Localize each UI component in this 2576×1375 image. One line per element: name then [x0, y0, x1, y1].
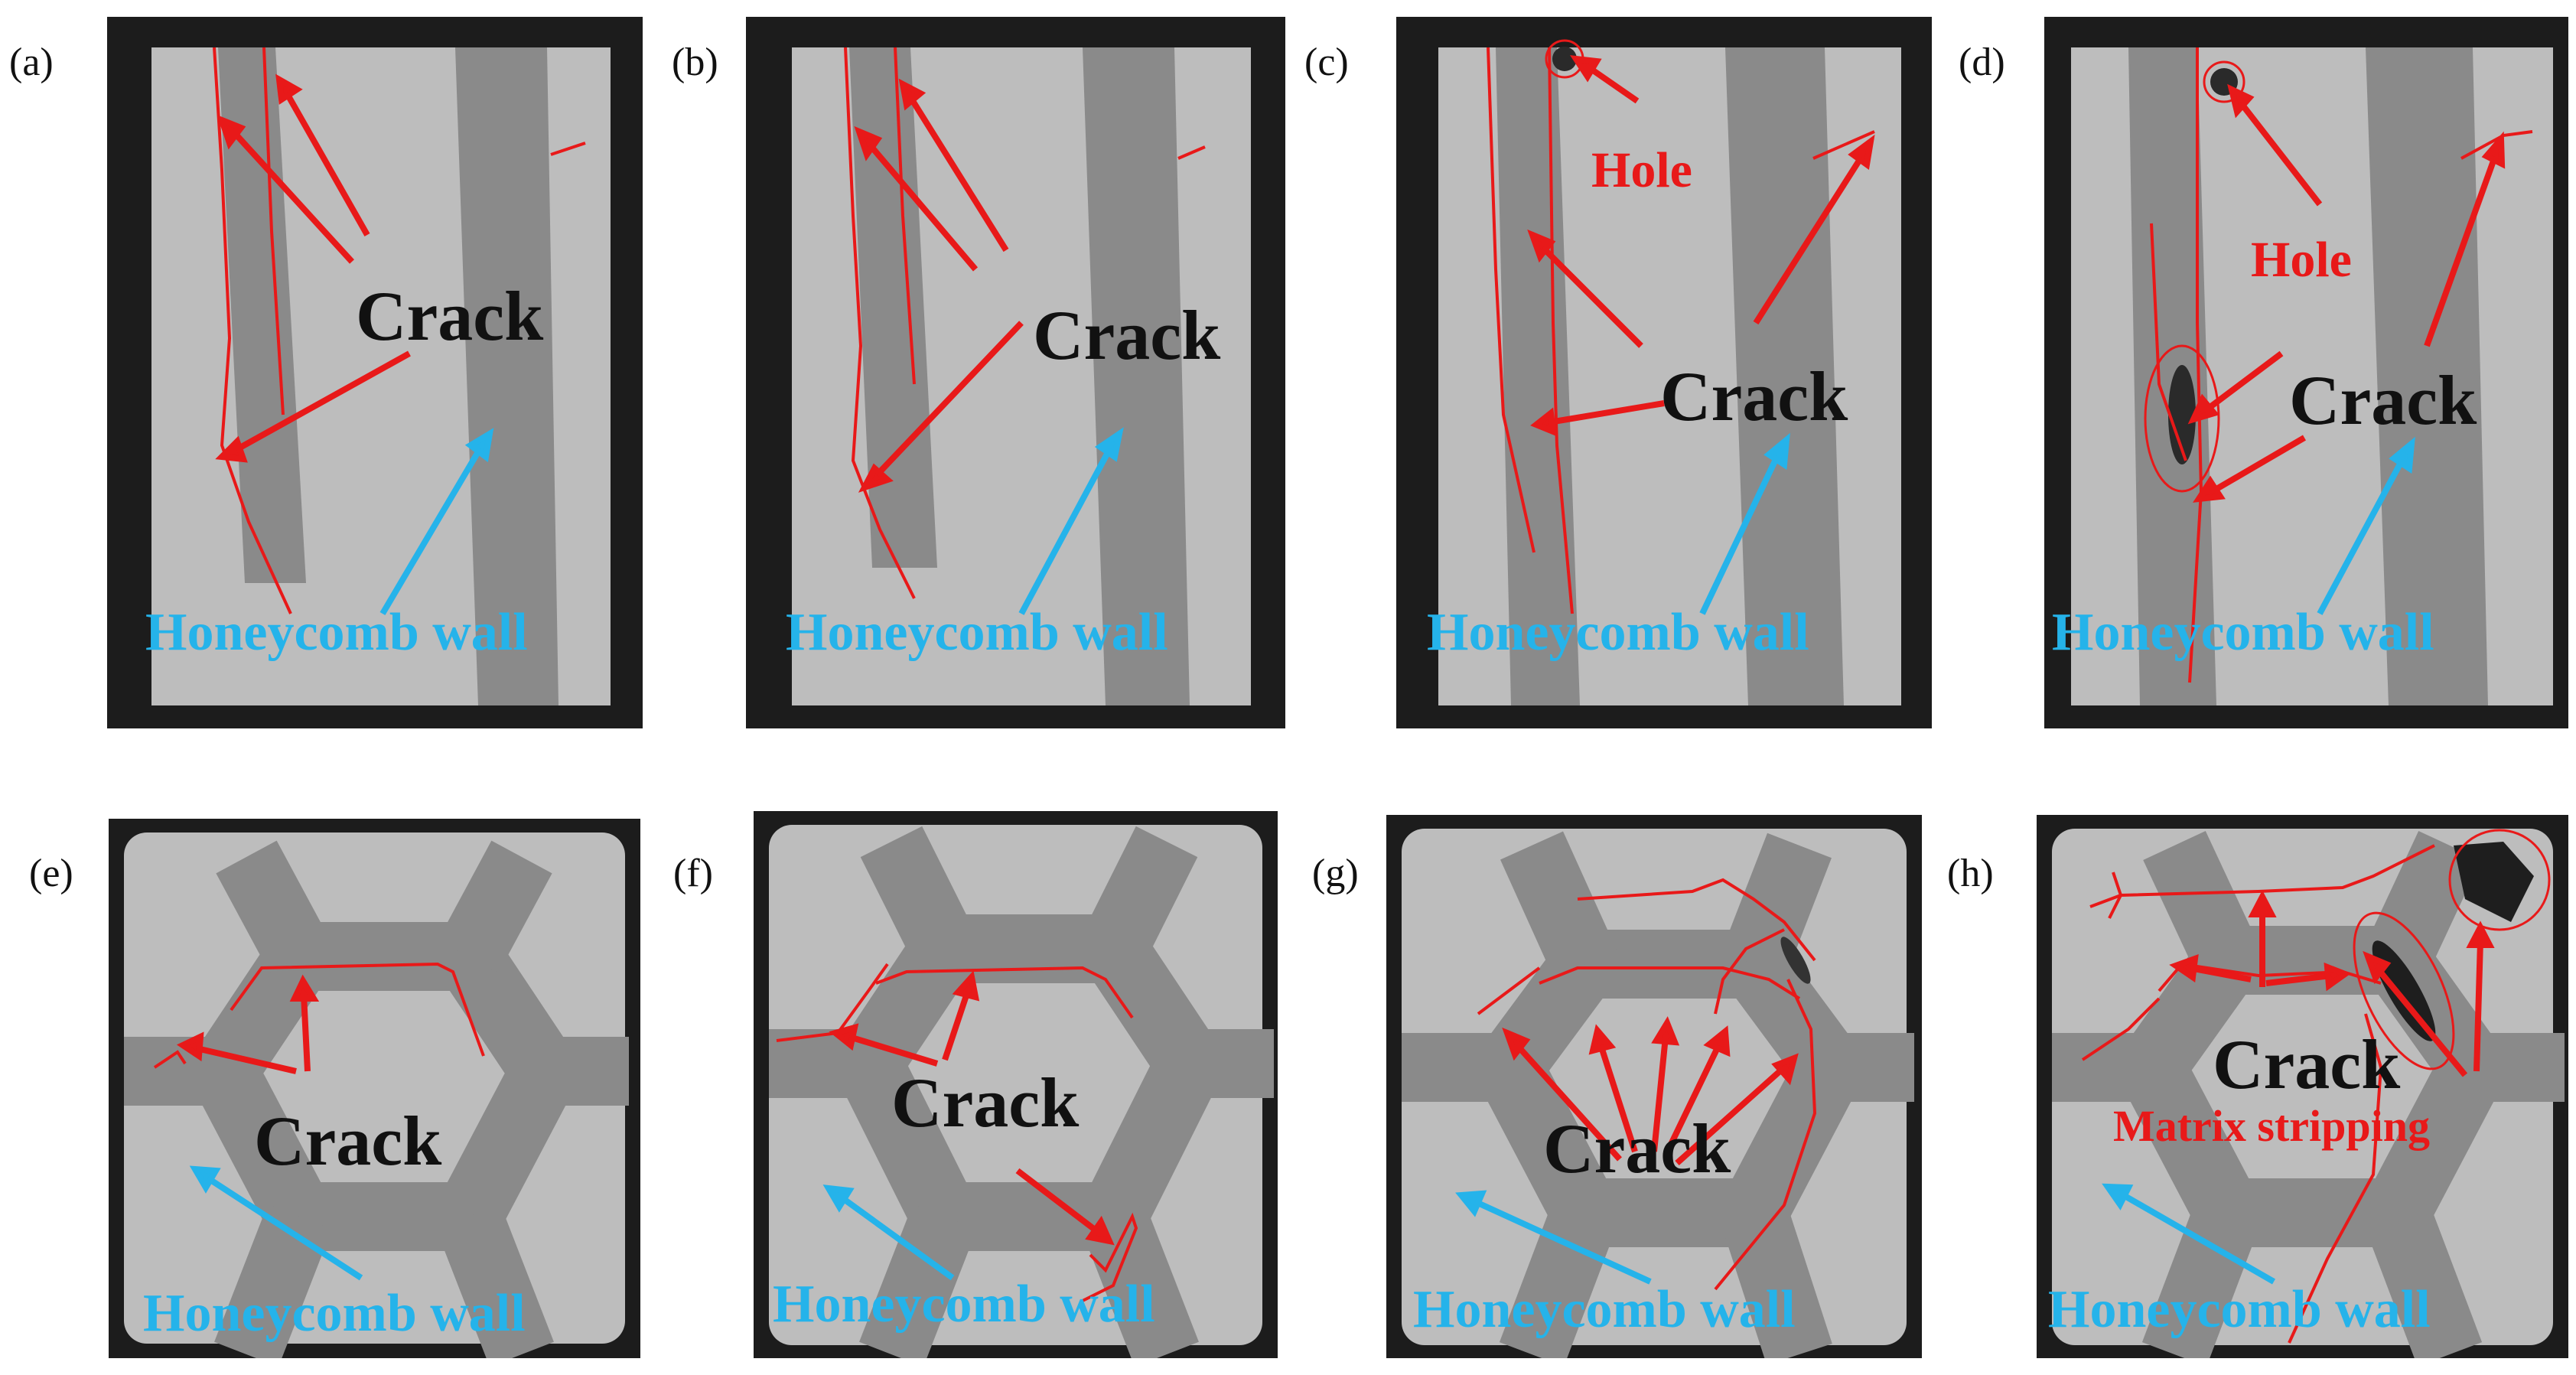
- ct-image-b: [792, 47, 1251, 705]
- wall-label-a: Honeycomb wall: [145, 603, 528, 662]
- ct-image-g: [1402, 829, 1914, 1358]
- panel-h: Crack Matrix stripping Honeycomb wall: [2037, 815, 2568, 1358]
- crack-label-f: Crack: [891, 1064, 1080, 1142]
- panel-c: Hole Crack Honeycomb wall: [1396, 17, 1932, 728]
- panel-tag-c: (c): [1304, 41, 1349, 84]
- ct-image-c: [1438, 39, 1901, 705]
- crack-label-g: Crack: [1543, 1109, 1731, 1188]
- ct-image-e: [124, 832, 629, 1358]
- panel-a: Crack Honeycomb wall: [107, 17, 643, 728]
- hole-label-c: Hole: [1591, 142, 1692, 198]
- panel-d: Hole Crack Honeycomb wall: [2044, 17, 2568, 728]
- wall-label-h: Honeycomb wall: [2048, 1280, 2431, 1339]
- panel-tag-e: (e): [29, 852, 73, 895]
- crack-label-a: Crack: [356, 277, 544, 355]
- panel-tag-f: (f): [673, 852, 713, 895]
- panel-tag-h: (h): [1947, 852, 1994, 895]
- panel-g: Crack Honeycomb wall: [1386, 815, 1922, 1358]
- panel-b: Crack Honeycomb wall: [746, 17, 1285, 728]
- wall-label-d: Honeycomb wall: [2052, 603, 2434, 662]
- ct-image-h: [2052, 829, 2565, 1358]
- wall-label-f: Honeycomb wall: [773, 1275, 1155, 1334]
- crack-label-e: Crack: [254, 1102, 442, 1180]
- panel-tag-b: (b): [672, 41, 718, 84]
- crack-label-b: Crack: [1033, 296, 1221, 374]
- crack-label-c: Crack: [1660, 357, 1848, 435]
- ct-image-a: [151, 47, 611, 705]
- panel-tag-a: (a): [9, 41, 54, 84]
- crack-label-d: Crack: [2289, 361, 2477, 439]
- panel-tag-g: (g): [1312, 852, 1359, 895]
- hole-label-d: Hole: [2251, 232, 2352, 288]
- panel-tag-d: (d): [1959, 41, 2005, 84]
- ct-image-f: [769, 825, 1274, 1358]
- panel-f: Crack Honeycomb wall: [754, 811, 1278, 1358]
- wall-label-b: Honeycomb wall: [786, 603, 1168, 662]
- crack-label-h: Crack: [2213, 1025, 2401, 1103]
- wall-label-g: Honeycomb wall: [1413, 1280, 1796, 1339]
- wall-label-c: Honeycomb wall: [1427, 603, 1809, 662]
- panel-e: Crack Honeycomb wall: [109, 819, 640, 1358]
- ct-image-d: [2071, 47, 2553, 705]
- wall-label-e: Honeycomb wall: [143, 1284, 526, 1343]
- matrix-stripping-label-h: Matrix stripping: [2113, 1101, 2431, 1151]
